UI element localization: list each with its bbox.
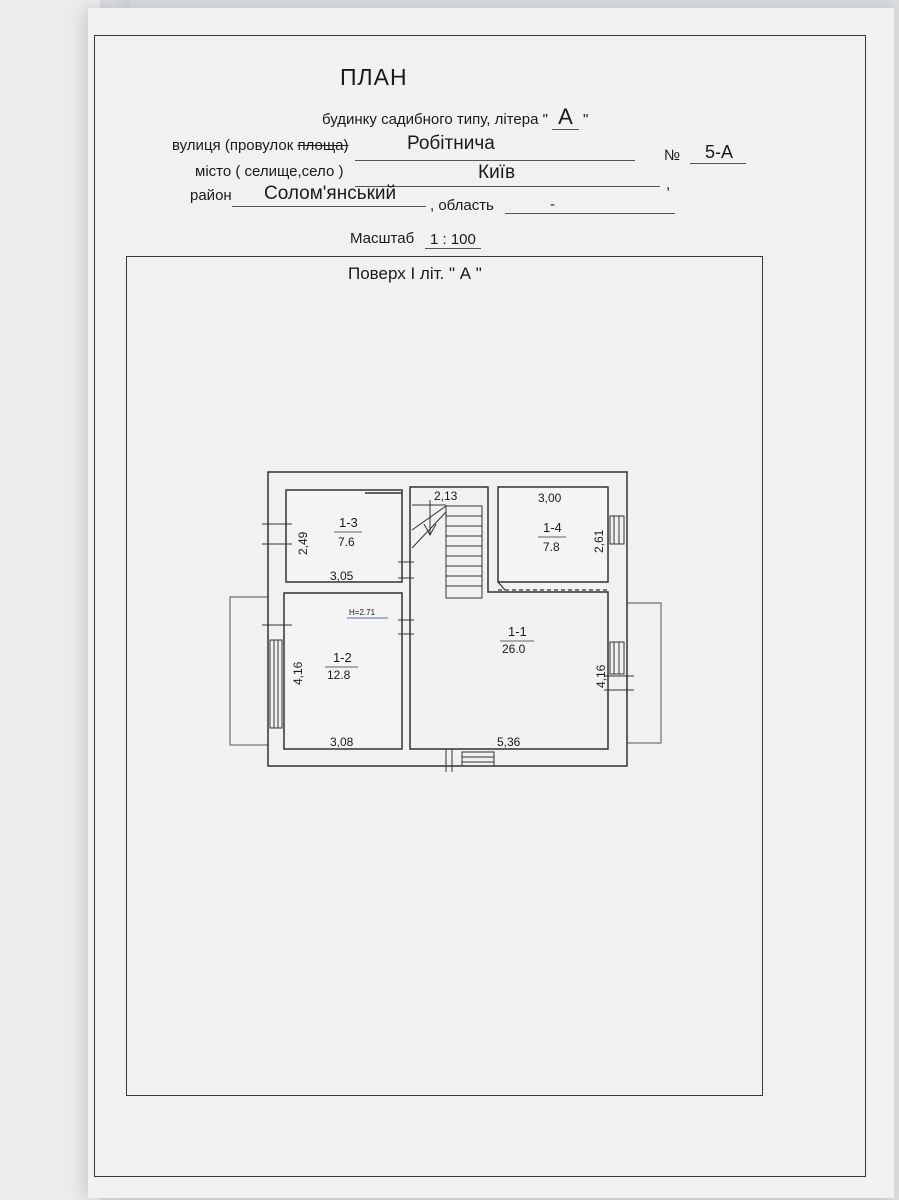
district-label: район bbox=[190, 187, 232, 204]
dim-r14-width: 3,00 bbox=[538, 491, 562, 505]
street-value: Робітнича bbox=[407, 133, 495, 154]
room-id-1-3: 1-3 bbox=[339, 515, 358, 530]
street-label: вулиця (провулок площа) bbox=[172, 137, 349, 154]
floor-title: Поверх І літ. " А " bbox=[348, 264, 482, 283]
street-label-prefix: вулиця (провулок bbox=[172, 137, 298, 154]
litera-value: А bbox=[552, 104, 579, 130]
district-value: Солом'янський bbox=[264, 183, 397, 204]
window-right-top bbox=[609, 515, 625, 545]
page-frame bbox=[94, 35, 866, 1177]
room-id-1-4: 1-4 bbox=[543, 520, 562, 535]
number-label: № bbox=[664, 147, 681, 164]
dim-r13-width: 3,05 bbox=[330, 569, 354, 583]
dim-r12-height: 4,16 bbox=[291, 661, 305, 685]
dim-stair-width: 2,13 bbox=[434, 489, 458, 503]
number-value: 5-А bbox=[705, 142, 734, 162]
drawing-frame bbox=[126, 256, 763, 1096]
number-underline bbox=[690, 163, 746, 164]
room-1-4 bbox=[497, 486, 609, 583]
street-underline bbox=[355, 160, 635, 161]
room-area-1-2: 12.8 bbox=[327, 668, 351, 682]
room-id-1-1: 1-1 bbox=[508, 624, 527, 639]
room-1-3 bbox=[285, 489, 403, 583]
city-value: Київ bbox=[478, 162, 516, 183]
subtitle-text: будинку садибного типу, літера " bbox=[322, 111, 548, 128]
dim-r11-height: 4,16 bbox=[594, 664, 608, 688]
dim-r13-height: 2,49 bbox=[296, 531, 310, 555]
window-left bbox=[269, 639, 283, 729]
room-area-1-3: 7.6 bbox=[338, 535, 355, 549]
scale-underline bbox=[425, 248, 481, 249]
dim-r11-width: 5,36 bbox=[497, 735, 521, 749]
scale-value: 1 : 100 bbox=[430, 231, 476, 248]
district-underline bbox=[232, 206, 426, 207]
entrance-door bbox=[445, 749, 495, 772]
outer-wall bbox=[267, 471, 628, 767]
region-label: , область bbox=[430, 197, 494, 214]
room-1-1 bbox=[409, 486, 609, 750]
porch-right bbox=[626, 602, 662, 744]
previous-sheet bbox=[0, 0, 100, 1200]
dim-r14-height: 2,61 bbox=[592, 529, 606, 553]
room-area-1-4: 7.8 bbox=[543, 540, 560, 554]
height-mark: Н=2.71 bbox=[349, 608, 376, 617]
city-label: місто ( селище,село ) bbox=[195, 163, 344, 180]
room-1-2 bbox=[283, 592, 403, 750]
city-comma: , bbox=[666, 176, 671, 193]
room-area-1-1: 26.0 bbox=[502, 642, 526, 656]
region-underline bbox=[505, 213, 675, 214]
window-right-bottom bbox=[609, 641, 625, 675]
region-value: - bbox=[550, 196, 555, 213]
staircase bbox=[411, 500, 483, 599]
street-label-struck: площа) bbox=[297, 137, 349, 154]
document-page bbox=[88, 8, 894, 1198]
room-id-1-2: 1-2 bbox=[333, 650, 352, 665]
plan-title: ПЛАН bbox=[340, 64, 408, 90]
porch-left bbox=[229, 596, 269, 746]
city-underline bbox=[355, 186, 660, 187]
plan-subtitle: будинку садибного типу, літера " А " bbox=[322, 104, 588, 130]
scale-label: Масштаб bbox=[350, 230, 415, 247]
subtitle-end: " bbox=[582, 111, 589, 128]
dim-r12-width: 3,08 bbox=[330, 735, 354, 749]
